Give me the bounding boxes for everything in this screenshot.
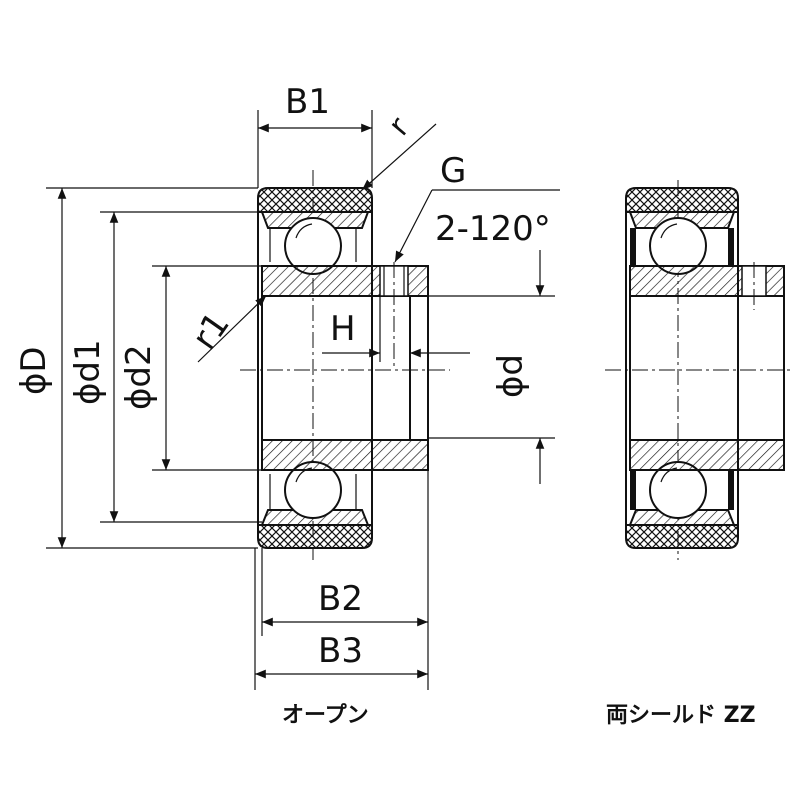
shielded-inner-ring-bottom — [629, 439, 785, 471]
shielded-ball-top-highlight — [660, 223, 678, 239]
angle-label: 2-120° — [435, 209, 551, 249]
d-bore-label: ϕd — [491, 354, 531, 398]
open-caption: オープン — [282, 703, 369, 728]
b3-label: B3 — [318, 631, 363, 671]
r1-leader — [197, 295, 267, 363]
shield-right-bottom — [728, 470, 734, 510]
outer-ring-bottom — [257, 524, 373, 549]
outer-ring-top — [257, 187, 373, 213]
shield-left-top — [630, 228, 636, 266]
r1-label: r1 — [185, 305, 238, 357]
d1-label: ϕd1 — [68, 339, 108, 405]
g-label: G — [440, 151, 466, 191]
d2-label: ϕd2 — [119, 344, 159, 410]
shielded-caption: 両シールド ZZ — [606, 703, 756, 728]
shielded-outer-ring-top — [625, 187, 739, 213]
shielded-outer-ring-bottom — [625, 524, 739, 549]
h-label: H — [330, 309, 356, 349]
r-label: r — [382, 110, 417, 142]
inner-ring-bottom — [261, 439, 429, 471]
shield-left-bottom — [630, 470, 636, 510]
g-leader-diagonal — [394, 189, 433, 263]
cage-bottom — [269, 474, 357, 510]
b1-label: B1 — [285, 82, 330, 122]
cage-top — [269, 228, 357, 262]
r-leader — [361, 123, 437, 191]
ball-top-highlight — [295, 223, 313, 239]
open-bearing-view: B1 r G 2-120° ϕD ϕd1 ϕd2 r1 H — [14, 82, 560, 728]
d-outer-label: ϕD — [14, 346, 54, 395]
shielded-bearing-view: 両シールド ZZ — [605, 180, 790, 728]
shield-right-top — [728, 228, 734, 266]
b2-label: B2 — [318, 579, 363, 619]
